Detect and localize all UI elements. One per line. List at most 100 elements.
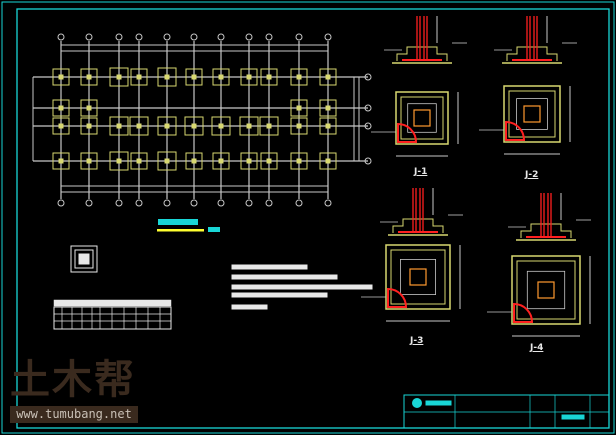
column: [296, 74, 302, 80]
axis-bubble: [115, 33, 123, 41]
footing: [319, 68, 337, 86]
plan-title: [157, 219, 220, 232]
footing: [260, 68, 278, 86]
column: [136, 74, 142, 80]
axis-bubble: [245, 199, 253, 207]
footing-plan-step: [400, 96, 444, 140]
column: [266, 158, 272, 164]
column: [58, 105, 64, 111]
axis-bubble: [265, 199, 273, 207]
axis-bubble: [364, 157, 372, 165]
column: [164, 74, 170, 80]
column: [218, 158, 224, 164]
footing-plan-inner: [399, 258, 436, 295]
note-line: [231, 284, 373, 290]
rebar-mesh-quadrant: [505, 120, 526, 141]
footing: [130, 68, 148, 86]
footing: [211, 116, 231, 136]
footing: [109, 67, 129, 87]
column: [218, 74, 224, 80]
column-section: [413, 109, 431, 127]
column: [296, 158, 302, 164]
column: [246, 158, 252, 164]
column: [58, 158, 64, 164]
column: [191, 123, 197, 129]
footing: [319, 99, 337, 117]
axis-bubble: [190, 199, 198, 207]
detail-label-j3: J-3: [410, 336, 424, 346]
column: [191, 74, 197, 80]
axis-bubble: [245, 33, 253, 41]
column: [164, 123, 170, 129]
axis-bubble: [364, 73, 372, 81]
column: [116, 74, 122, 80]
column-section: [409, 268, 427, 286]
axis-bubble: [217, 33, 225, 41]
axis-bubble: [163, 33, 171, 41]
axis-bubble: [85, 33, 93, 41]
axis-bubble: [85, 199, 93, 207]
footing: [240, 68, 258, 86]
table-title: [53, 299, 172, 307]
column: [266, 123, 272, 129]
axis-bubble: [57, 199, 65, 207]
footing: [290, 68, 308, 86]
note-line: [231, 304, 268, 310]
footing: [52, 99, 70, 117]
title-block: [403, 394, 610, 429]
footing: [109, 151, 129, 171]
plan-scale-block: [208, 227, 220, 232]
footing: [290, 152, 308, 170]
footing: [52, 68, 70, 86]
plan-title-underline: [157, 229, 204, 232]
footing: [80, 99, 98, 117]
column: [58, 74, 64, 80]
column: [116, 123, 122, 129]
footing: [52, 117, 70, 135]
axis-bubble: [115, 199, 123, 207]
footing: [185, 152, 203, 170]
column: [296, 105, 302, 111]
footing: [80, 117, 98, 135]
column: [86, 105, 92, 111]
column: [116, 158, 122, 164]
note-line: [231, 274, 338, 280]
axis-bubble: [364, 122, 372, 130]
footing: [290, 117, 308, 135]
note-line: [231, 264, 308, 270]
detail-label-j4: J-4: [530, 343, 544, 353]
footing-details: [361, 16, 591, 337]
footing: [109, 116, 129, 136]
footing-plan-inner: [526, 270, 566, 310]
footing: [290, 99, 308, 117]
watermark-logo: 土木帮: [10, 357, 136, 403]
footing-profile: [506, 46, 558, 61]
axis-bubble: [163, 199, 171, 207]
footing-table: [53, 306, 172, 330]
footing: [157, 67, 177, 87]
footing: [80, 152, 98, 170]
typical-footing-outer: [70, 245, 98, 273]
detail-label-j1: J-1: [414, 167, 428, 177]
footing: [184, 116, 204, 136]
axis-bubble: [324, 33, 332, 41]
footing: [212, 68, 230, 86]
rebar-mesh-quadrant: [397, 122, 418, 143]
column: [58, 123, 64, 129]
footing-detail: [361, 188, 463, 322]
rebar-mesh-quadrant: [387, 287, 408, 308]
footing: [80, 68, 98, 86]
axis-bubble: [265, 33, 273, 41]
footing: [212, 152, 230, 170]
column: [86, 74, 92, 80]
column: [136, 158, 142, 164]
footing: [240, 152, 258, 170]
footing-detail: [371, 16, 467, 157]
typical-footing-inner: [78, 253, 90, 265]
notes-and-table: [53, 245, 373, 330]
column: [246, 74, 252, 80]
column: [218, 123, 224, 129]
company-name-block: [425, 400, 452, 406]
